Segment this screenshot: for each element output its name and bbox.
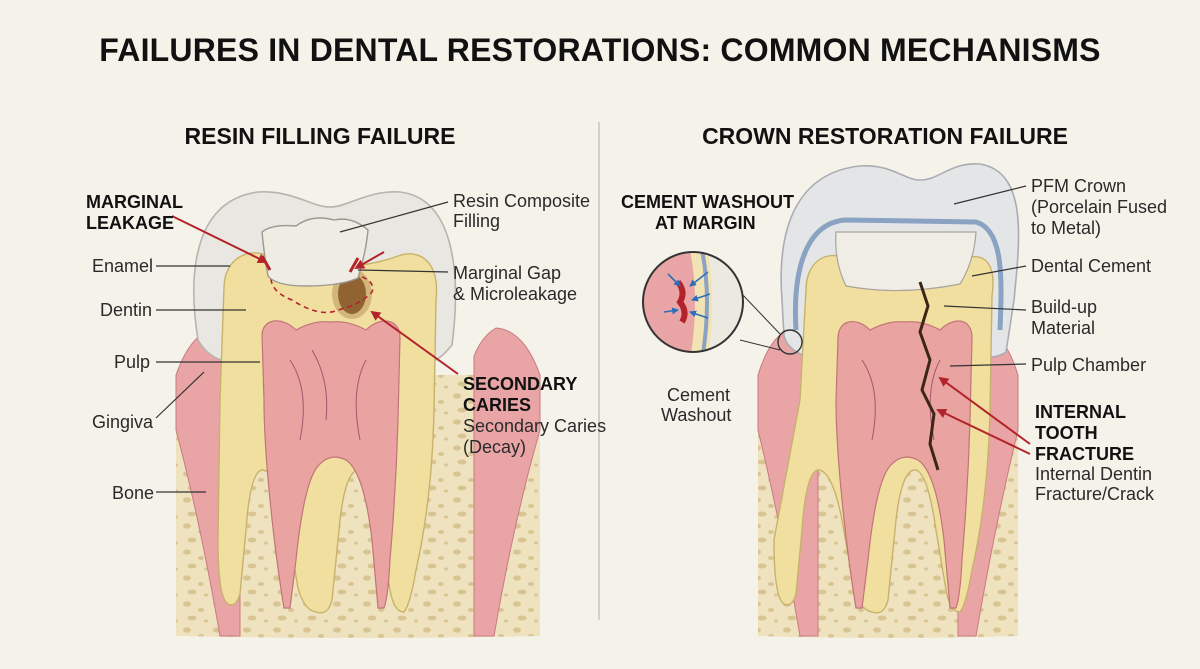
label-fracture-bold-line1: INTERNAL: [1035, 402, 1126, 422]
label-resin-line1: Resin Composite: [453, 191, 591, 211]
resin-filling: [261, 217, 369, 287]
label-pfm-line1: PFM Crown: [1031, 176, 1127, 196]
buildup: [835, 231, 977, 292]
pulp-right: [835, 320, 973, 609]
label-pfm-line3: to Metal): [1031, 218, 1102, 238]
pulp-left: [261, 320, 401, 609]
label-cement-washout-bold-line2: AT MARGIN: [655, 213, 756, 233]
right-panel-heading: CROWN RESTORATION FAILURE: [702, 123, 1068, 149]
label-cement-washout-bold-line1: CEMENT WASHOUT: [621, 192, 794, 212]
caries-stain: [338, 274, 366, 314]
label-fracture-line1: Internal Dentin: [1035, 464, 1153, 484]
label-bone: Bone: [112, 483, 155, 503]
label-secondary-caries-bold-line2: CARIES: [463, 395, 532, 415]
label-fracture-bold-line3: FRACTURE: [1035, 444, 1134, 464]
label-gingiva: Gingiva: [92, 412, 154, 432]
label-dentin: Dentin: [100, 300, 153, 320]
right-tooth: [642, 163, 1031, 638]
fracture-arrow-1: [938, 376, 1031, 445]
page-title: FAILURES IN DENTAL RESTORATIONS: COMMON …: [99, 32, 1101, 68]
label-marginal-leakage-line2: LEAKAGE: [86, 213, 175, 233]
label-fracture-line2: Fracture/Crack: [1035, 484, 1155, 504]
left-tooth: [155, 191, 541, 638]
fracture-arrow-2: [936, 408, 1031, 455]
left-panel-heading: RESIN FILLING FAILURE: [184, 123, 456, 149]
label-pulp-chamber: Pulp Chamber: [1031, 355, 1147, 375]
label-buildup-line2: Material: [1031, 318, 1096, 338]
label-enamel: Enamel: [92, 256, 154, 276]
secondary-caries-arrow: [370, 310, 459, 375]
label-pulp: Pulp: [114, 352, 151, 372]
label-secondary-caries-line2: (Decay): [463, 437, 527, 457]
label-gap-line1: Marginal Gap: [453, 263, 562, 283]
label-resin-line2: Filling: [453, 211, 501, 231]
label-pfm-line2: (Porcelain Fused: [1031, 197, 1168, 217]
label-secondary-caries-bold-line1: SECONDARY: [463, 374, 578, 394]
label-secondary-caries-line1: Secondary Caries: [463, 416, 607, 436]
label-dental-cement: Dental Cement: [1031, 256, 1152, 276]
label-cement-washout-line2: Washout: [661, 405, 732, 425]
marginal-leakage-arrow: [171, 215, 268, 263]
label-buildup-line1: Build-up: [1031, 297, 1098, 317]
fracture-crack: [918, 281, 940, 471]
dental-cement: [792, 217, 1004, 331]
label-gap-line2: & Microleakage: [453, 284, 578, 304]
label-cement-washout-line1: Cement: [667, 385, 731, 405]
label-fracture-bold-line2: TOOTH: [1035, 423, 1098, 443]
label-marginal-leakage-line1: MARGINAL: [86, 192, 183, 212]
